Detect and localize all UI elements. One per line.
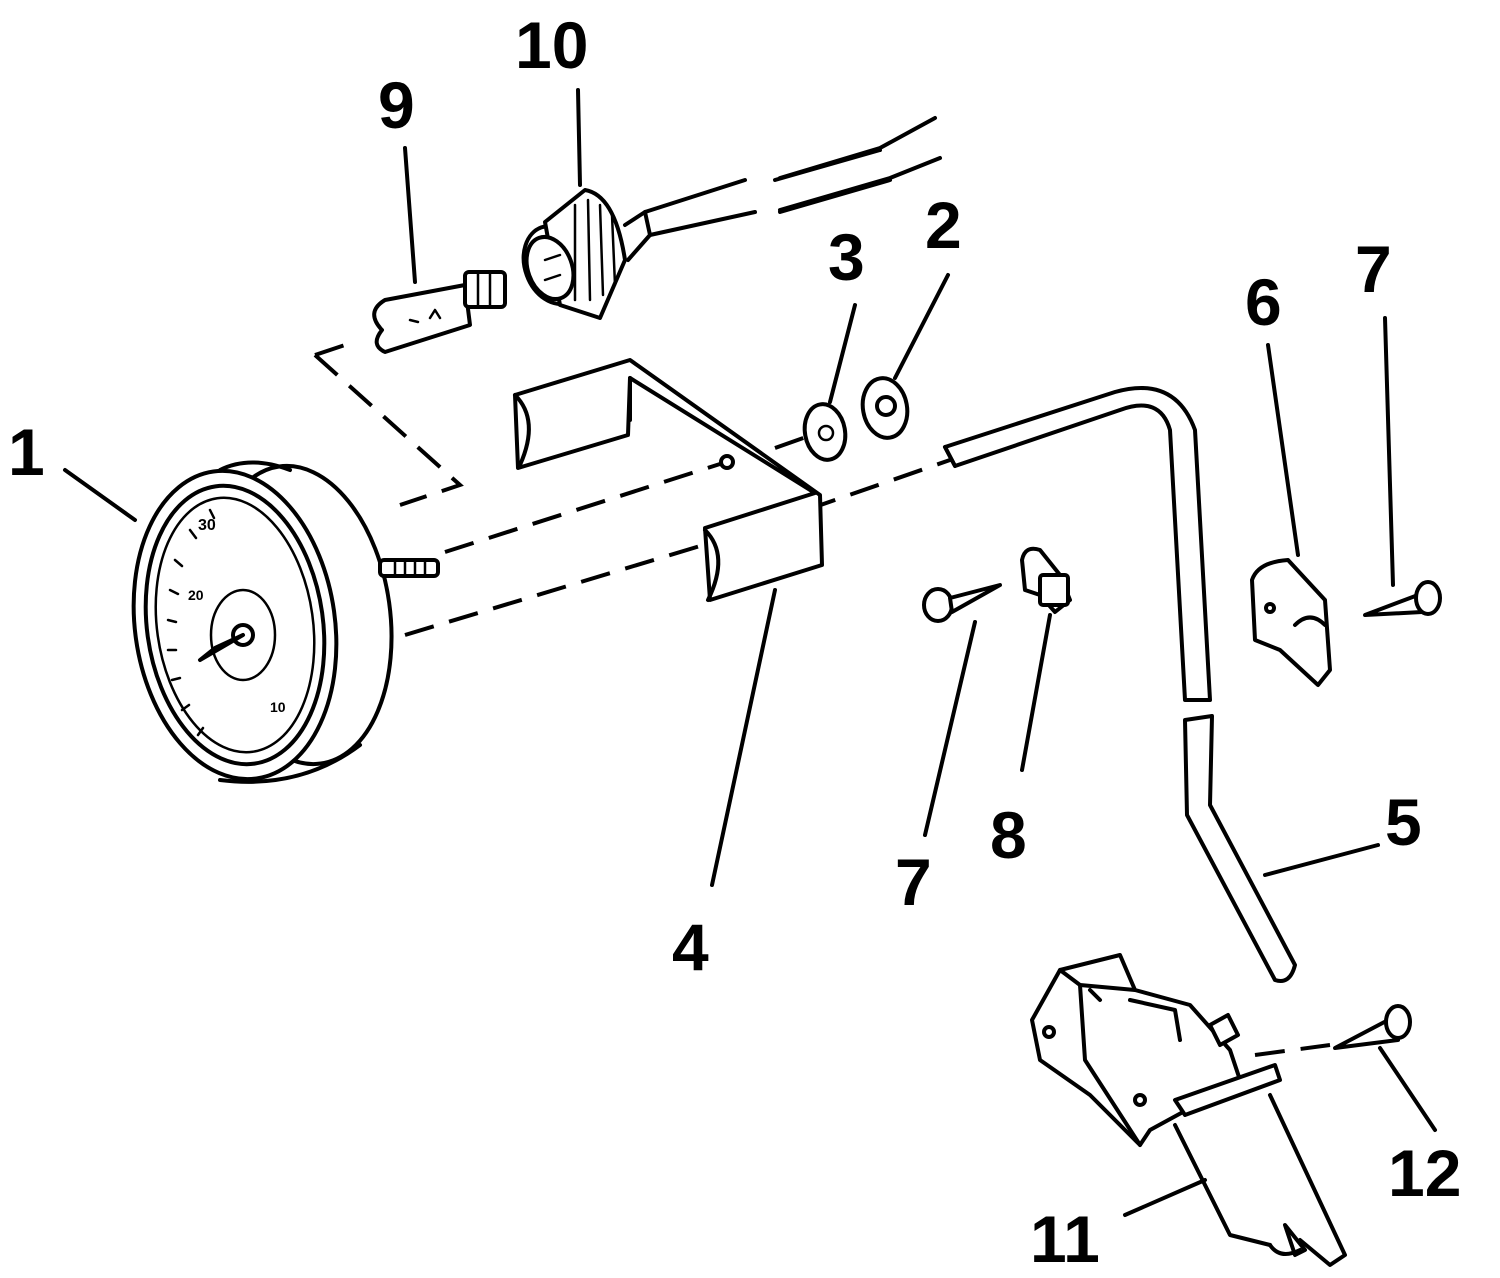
washer-part (802, 402, 848, 462)
nut-part (860, 376, 910, 440)
tube-part (943, 386, 1297, 983)
label-part-10: 10 (515, 8, 588, 82)
label-part-2: 2 (925, 188, 962, 262)
screw-part-lower (1333, 1004, 1412, 1050)
label-part-11: 11 (1030, 1202, 1100, 1276)
bracket-part (513, 358, 824, 602)
label-part-7-right: 7 (1355, 232, 1392, 306)
label-part-6: 6 (1245, 265, 1282, 339)
label-part-8: 8 (990, 798, 1027, 872)
sender-assembly-part (1030, 953, 1347, 1267)
clip-part (1250, 558, 1332, 687)
label-part-3: 3 (828, 220, 865, 294)
assembly-guide-lines (313, 343, 1331, 1057)
screw-part-right (1363, 580, 1442, 617)
label-part-9: 9 (378, 68, 415, 142)
label-part-12: 12 (1388, 1136, 1461, 1210)
svg-text:30: 30 (198, 517, 216, 534)
socket-part (521, 116, 942, 320)
label-part-1: 1 (8, 415, 45, 489)
bulb-part (372, 270, 507, 354)
leader-lines (63, 88, 1437, 1217)
gauge-part: 30 20 10 (131, 460, 440, 784)
part-number-labels: 1 2 3 4 5 6 7 7 8 9 10 11 12 (8, 8, 1461, 1276)
label-part-4: 4 (672, 910, 709, 984)
svg-text:10: 10 (270, 699, 286, 715)
screw-part-center (922, 583, 1002, 623)
label-part-5: 5 (1385, 785, 1422, 859)
label-part-7-center: 7 (895, 845, 932, 919)
svg-text:20: 20 (188, 587, 204, 603)
clamp-part (1020, 546, 1072, 614)
